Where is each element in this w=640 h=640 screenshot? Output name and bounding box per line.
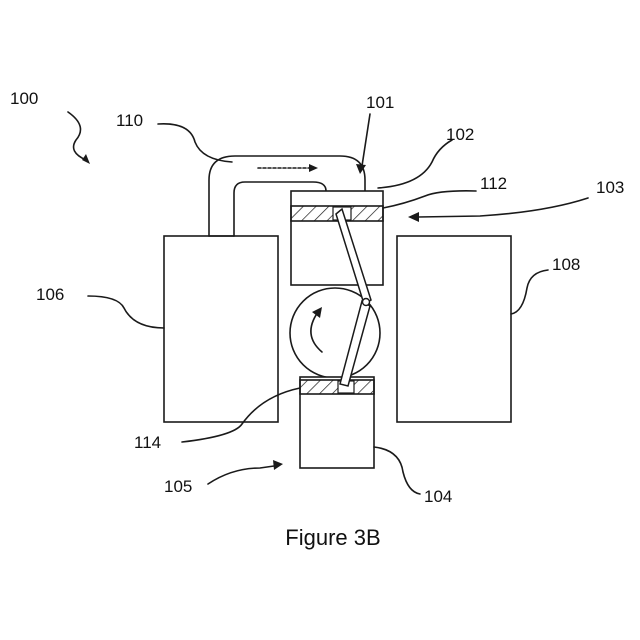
upper-cylinder-102 [291,191,383,285]
leader-100 [68,112,86,160]
leader-102 [378,140,452,188]
label-108: 108 [552,255,580,274]
leader-108 [511,270,548,314]
lower-piston-114 [300,380,374,394]
label-106: 106 [36,285,64,304]
crank-pin [363,299,370,306]
leader-103 [418,198,588,217]
right-chamber-108 [397,236,511,422]
leader-101 [362,114,370,166]
label-112: 112 [480,174,507,193]
label-103: 103 [596,178,624,197]
figure-caption: Figure 3B [285,525,380,550]
label-100: 100 [10,89,38,108]
left-chamber-106 [164,236,278,422]
arrow-105 [273,460,283,470]
label-102: 102 [446,125,474,144]
leader-104 [374,447,420,494]
flow-arrow-head [309,164,318,172]
arrow-100 [82,154,90,164]
label-110: 110 [116,111,143,130]
arrow-103 [408,212,419,222]
leader-110 [158,124,232,162]
label-104: 104 [424,487,452,506]
leader-106 [88,296,164,328]
leader-105 [208,466,274,484]
label-114: 114 [134,433,161,452]
leader-112 [383,191,476,208]
label-105: 105 [164,477,192,496]
label-101: 101 [366,93,394,112]
